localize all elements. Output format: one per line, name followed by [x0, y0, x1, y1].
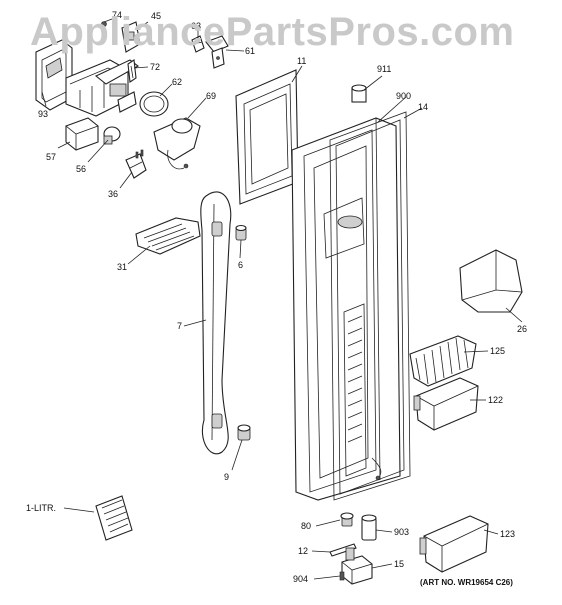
callout-11: 11 — [297, 56, 306, 66]
door-bin-122 — [413, 377, 479, 431]
leader-lines — [41, 18, 523, 580]
callout-80: 80 — [301, 521, 311, 531]
dispenser-motor-assembly — [65, 59, 140, 117]
dispenser-frame-11 — [235, 69, 299, 205]
part-904-screw — [339, 571, 345, 581]
part-57-actuator — [65, 117, 99, 151]
callout-57: 57 — [46, 152, 56, 162]
art-number: (ART NO. WR19654 C26) — [420, 578, 513, 587]
callout-12: 12 — [298, 546, 308, 556]
literature-booklet — [95, 495, 133, 541]
cap-911 — [351, 84, 367, 103]
callout-31: 31 — [117, 262, 127, 272]
callout-36: 36 — [108, 189, 118, 199]
bin-cover-26 — [459, 249, 523, 313]
part-63-clip — [191, 35, 205, 53]
part-72-spring — [127, 59, 137, 83]
callout-14: 14 — [418, 102, 428, 112]
drip-tray-31 — [135, 217, 201, 255]
callout-45: 45 — [151, 11, 161, 21]
callout-69: 69 — [206, 91, 216, 101]
callout-903: 903 — [394, 527, 409, 537]
callout-63: 63 — [191, 21, 201, 31]
part-62-ring — [139, 91, 169, 117]
door-gasket-14 — [329, 111, 411, 501]
part-12-rod — [329, 543, 357, 557]
callout-61: 61 — [245, 46, 255, 56]
door-900 — [291, 117, 401, 501]
callout-74: 74 — [112, 10, 122, 20]
screw-9 — [237, 424, 251, 441]
callout-9: 9 — [224, 472, 229, 482]
callout-26: 26 — [517, 324, 527, 334]
callout-72: 72 — [150, 62, 160, 72]
part-61-hinge — [205, 35, 229, 69]
part-74 — [101, 21, 107, 27]
callout-6: 6 — [238, 260, 243, 270]
door-bin-123 — [419, 515, 489, 573]
part-903-tube — [361, 514, 377, 541]
callout-7: 7 — [177, 321, 182, 331]
callout-125: 125 — [490, 346, 505, 356]
part-36-switch — [125, 149, 147, 179]
callout-911: 911 — [377, 64, 391, 74]
callout-1-litr: 1-LITR. — [26, 503, 56, 513]
callout-56: 56 — [76, 164, 86, 174]
wire-shelf-125 — [409, 335, 477, 387]
callout-labels: 74 45 63 61 72 62 69 93 57 56 36 11 911 … — [26, 10, 527, 587]
door-vent-slots — [343, 303, 367, 477]
watermark: AppliancePartsPros.com — [30, 10, 515, 54]
door-handle-7 — [200, 191, 232, 455]
callout-123: 123 — [500, 529, 515, 539]
part-69-funnel — [153, 117, 201, 170]
callout-62: 62 — [172, 77, 182, 87]
part-45-bracket — [121, 21, 141, 53]
callout-93: 93 — [38, 109, 48, 119]
callout-15: 15 — [394, 559, 404, 569]
callout-904: 904 — [293, 574, 308, 584]
callout-122: 122 — [488, 395, 503, 405]
part-15-block — [341, 547, 373, 585]
callout-900: 900 — [396, 91, 411, 101]
part-80 — [340, 512, 354, 527]
screw-6 — [235, 224, 247, 241]
